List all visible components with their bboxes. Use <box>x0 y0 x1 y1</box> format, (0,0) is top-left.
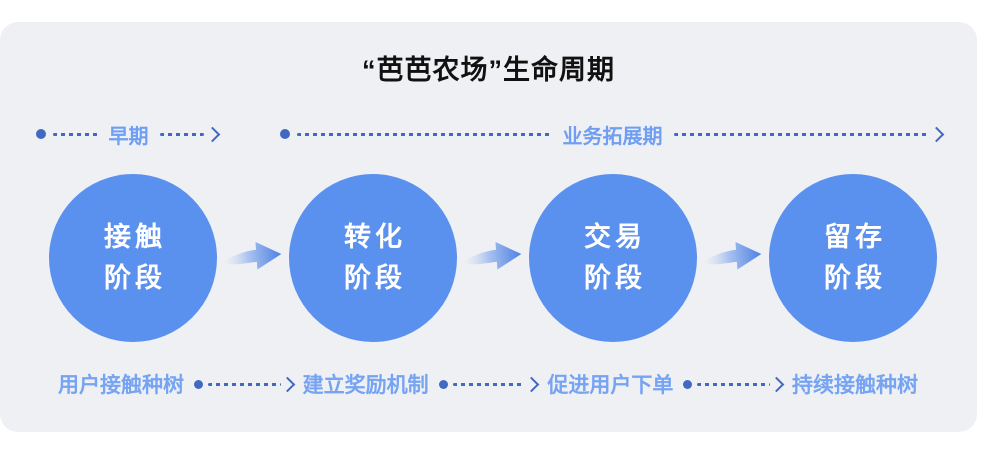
action-label-retention: 持续接触种树 <box>792 374 919 397</box>
stage-name-line1: 交易 <box>584 222 646 252</box>
dashed-line <box>697 382 771 386</box>
phase-label-expansion: 业务拓展期 <box>562 125 663 148</box>
arrow-right-icon <box>279 376 295 392</box>
stage-transition-arrow-icon <box>463 242 522 270</box>
arrow-right-icon <box>768 376 785 392</box>
timeline-dot-icon <box>36 129 46 139</box>
action-label-conversion: 建立奖励机制 <box>302 374 429 397</box>
lifecycle-panel: “芭芭农场”生命周期 早期 业务拓展期 <box>0 22 977 432</box>
dashed-line <box>208 382 281 386</box>
timeline-segment-expansion: 业务拓展期 <box>280 122 945 148</box>
timeline-segment-early: 早期 <box>36 122 221 148</box>
action-connector <box>438 376 540 392</box>
stage-name-line1: 留存 <box>824 222 886 252</box>
timeline-dot-icon <box>280 129 290 139</box>
dashed-line <box>159 132 204 136</box>
dashed-line <box>297 132 552 136</box>
timeline-dot-icon <box>683 379 693 389</box>
timeline-dot-icon <box>194 379 203 389</box>
dashed-line <box>452 382 526 386</box>
phase-label-early: 早期 <box>108 125 149 148</box>
stage-name-line2: 阶段 <box>104 263 166 293</box>
action-label-transaction: 促进用户下单 <box>547 374 674 397</box>
stage-circle-conversion: 转化 阶段 <box>289 174 457 342</box>
action-connector <box>194 376 295 392</box>
action-label-contact: 用户接触种树 <box>58 374 184 397</box>
stage-circle-retention: 留存 阶段 <box>769 174 937 342</box>
diagram-title: “芭芭农场”生命周期 <box>362 55 615 85</box>
dashed-line <box>673 132 928 136</box>
stage-circle-contact: 接触 阶段 <box>49 174 217 342</box>
action-connector <box>683 376 785 392</box>
actions-row: 用户接触种树 建立奖励机制 促进用户下单 持续接触种树 <box>58 368 918 400</box>
stage-transition-arrow-icon <box>703 242 762 270</box>
timeline-dot-icon <box>438 379 448 389</box>
arrow-right-icon <box>928 126 945 142</box>
dashed-line <box>53 132 98 136</box>
stage-transition-arrow-icon <box>223 242 282 270</box>
arrow-right-icon <box>524 376 540 392</box>
stage-name-line2: 阶段 <box>584 263 646 293</box>
stage-circle-transaction: 交易 阶段 <box>529 174 697 342</box>
arrow-right-icon <box>204 126 221 142</box>
stage-name-line1: 转化 <box>344 222 406 252</box>
stage-name-line1: 接触 <box>104 222 166 252</box>
stage-name-line2: 阶段 <box>824 263 886 293</box>
stage-name-line2: 阶段 <box>344 263 406 293</box>
